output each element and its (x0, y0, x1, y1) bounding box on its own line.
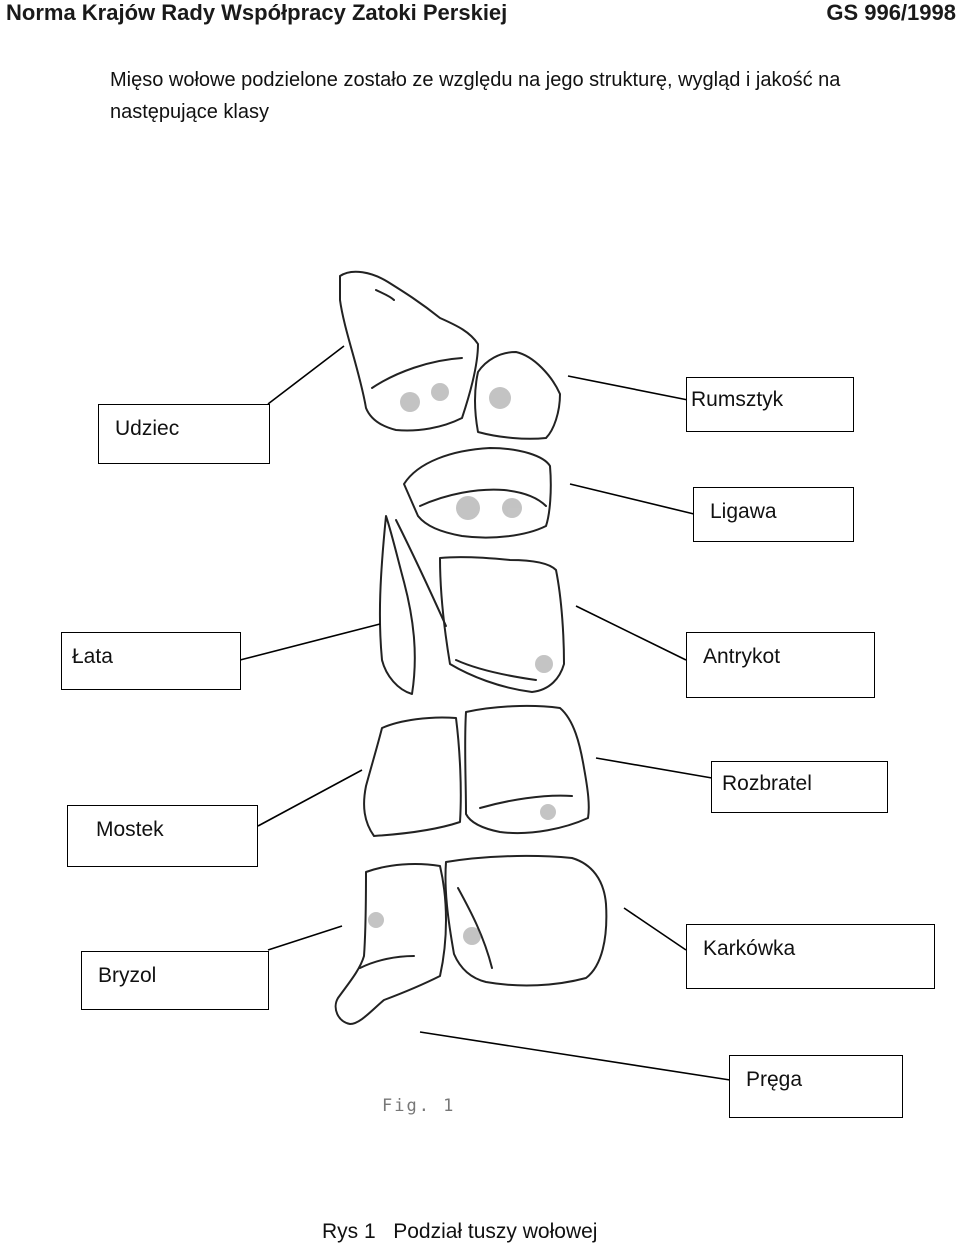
cut-karkowka (444, 854, 608, 987)
label-mostek: Mostek (67, 805, 258, 867)
cut-antrykot (439, 556, 565, 693)
cut-bryzol (334, 863, 447, 1025)
cut-udziec (339, 270, 479, 432)
cut-mostek (363, 716, 462, 837)
leader-ligawa (569, 483, 695, 515)
document-title: Norma Krajów Rady Współpracy Zatoki Pers… (6, 0, 508, 25)
leader-lata (239, 623, 381, 661)
figure-caption: Rys 1 Podział tuszy wołowej (322, 1220, 597, 1244)
leader-prega (419, 1031, 731, 1081)
leader-udziec (267, 345, 345, 405)
cut-ligawa (403, 447, 552, 539)
label-prega: Pręga (729, 1055, 903, 1118)
leader-bryzol (267, 925, 343, 951)
label-lata: Łata (61, 632, 241, 690)
caption-text: Podział tuszy wołowej (393, 1220, 598, 1243)
label-ligawa: Ligawa (693, 487, 854, 542)
leader-antrykot (575, 605, 687, 661)
label-antrykot: Antrykot (686, 632, 875, 698)
cut-rozbratel (464, 704, 590, 835)
leader-rozbratel (595, 757, 713, 779)
label-rozbratel: Rozbratel (711, 761, 888, 813)
label-bryzol: Bryzol (81, 951, 269, 1010)
cut-lata (378, 515, 416, 695)
leader-mostek (257, 769, 363, 827)
caption-number: Rys 1 (322, 1220, 376, 1243)
label-udziec: Udziec (98, 404, 270, 464)
leader-karkowka (623, 907, 687, 951)
label-rumsztyk: Rumsztyk (686, 377, 854, 432)
figure-note: Fig. 1 (382, 1096, 456, 1116)
standard-code: GS 996/1998 (826, 0, 956, 25)
leader-rumsztyk (567, 375, 689, 401)
intro-paragraph: Mięso wołowe podzielone zostało ze wzglę… (110, 69, 841, 123)
label-karkowka: Karkówka (686, 924, 935, 989)
cut-rumsztyk (474, 351, 561, 440)
